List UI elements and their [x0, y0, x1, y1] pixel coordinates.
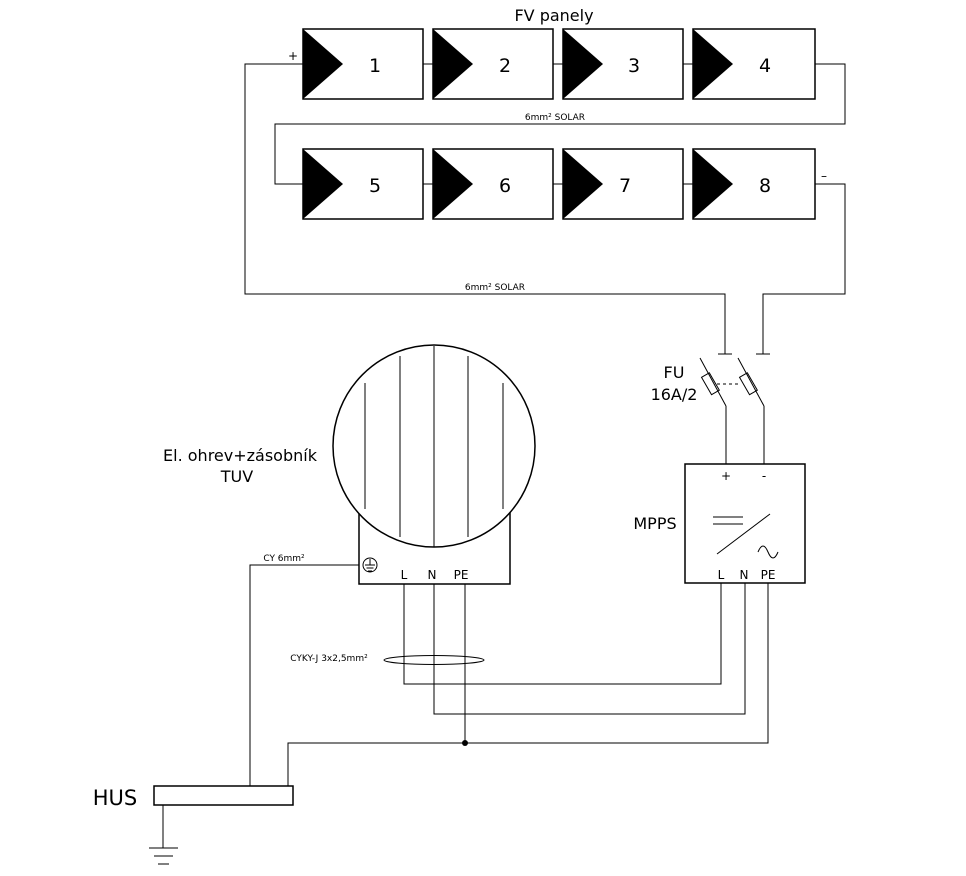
panel-number: 3 — [628, 55, 640, 77]
pv-panel-6: 6 — [432, 148, 554, 220]
heater-label-line2: TUV — [220, 467, 253, 486]
mpps-terminal-l: L — [718, 568, 725, 582]
pv-panel-1: 1 — [302, 28, 424, 100]
fuse-label: FU — [664, 363, 685, 382]
solar-string-wiring — [244, 63, 846, 354]
panel-number: 7 — [619, 175, 631, 197]
mpps-label: MPPS — [633, 514, 676, 533]
cable-label-cyky: CYKY-J 3x2,5mm² — [290, 654, 368, 664]
heater-label-line1: El. ohrev+zásobník — [163, 446, 318, 465]
minus-sign: – — [821, 169, 827, 183]
fuse-rating: 16A/2 — [651, 385, 698, 404]
heater-terminal-n: N — [428, 568, 437, 582]
earth-wire — [249, 564, 359, 787]
heater-terminal-pe: PE — [454, 568, 469, 582]
pv-panel-8: 8 — [692, 148, 816, 220]
pv-panel-5: 5 — [302, 148, 424, 220]
mpps-terminal-n: N — [740, 568, 749, 582]
pv-panel-4: 4 — [692, 28, 816, 100]
plus-sign: + — [288, 49, 298, 63]
panel-series-links — [423, 63, 693, 185]
panel-number: 8 — [759, 175, 771, 197]
ac-wiring — [287, 583, 769, 787]
water-heater-tank — [332, 344, 536, 585]
panel-number: 5 — [369, 175, 381, 197]
heater-terminal-l: L — [401, 568, 408, 582]
hus-label: HUS — [93, 786, 138, 810]
mpps-input-minus: - — [762, 469, 766, 483]
earth-terminal-icon — [362, 557, 378, 573]
cable-label-cy: CY 6mm² — [263, 554, 305, 564]
earthing-busbar — [149, 785, 294, 865]
cable-label-solar-top: 6mm² SOLAR — [525, 113, 585, 123]
panel-number: 2 — [499, 55, 511, 77]
pv-panel-2: 2 — [432, 28, 554, 100]
panel-number: 1 — [369, 55, 381, 77]
pe-junction-dot — [462, 740, 468, 746]
panel-number: 4 — [759, 55, 771, 77]
panel-number: 6 — [499, 175, 511, 197]
mpps-terminal-pe: PE — [761, 568, 776, 582]
mpps-input-plus: + — [721, 469, 731, 483]
fuse-disconnector — [699, 353, 770, 464]
mpps-unit — [684, 463, 806, 584]
pv-panel-3: 3 — [562, 28, 684, 100]
diagram-title: FV panely — [514, 6, 593, 25]
pv-panel-7: 7 — [562, 148, 684, 220]
cable-label-solar-bottom: 6mm² SOLAR — [465, 283, 525, 293]
